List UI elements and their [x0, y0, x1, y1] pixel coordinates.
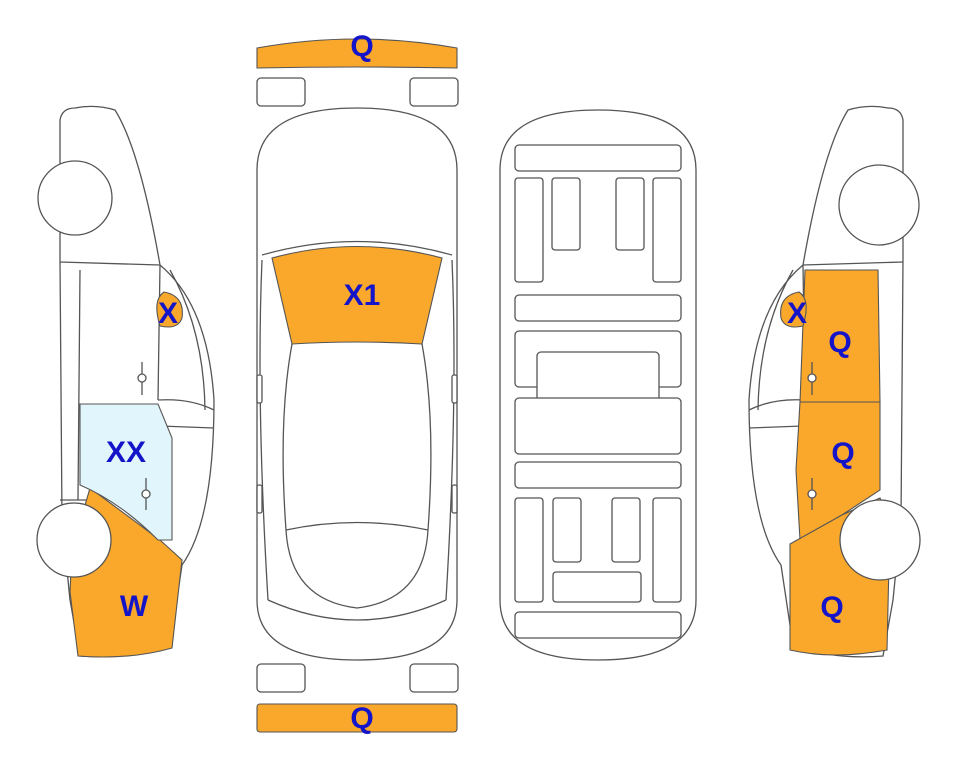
underside-view: [499, 109, 697, 661]
front-left-light: [256, 77, 306, 107]
top-body-outline: [256, 107, 458, 661]
front-bumper-label: Q: [350, 30, 373, 63]
front-right-light: [409, 77, 459, 107]
right-mirror[interactable]: [780, 291, 807, 328]
left-rear-window-label: XX: [106, 436, 146, 469]
front-bumper-view: Q: [256, 30, 459, 107]
rear-bumper-label: Q: [350, 702, 373, 735]
rear-left-light: [256, 663, 306, 693]
right-front-door-label: Q: [828, 326, 851, 359]
rear-bumper-view: Q: [256, 663, 459, 735]
left-rear-window[interactable]: [79, 403, 173, 541]
front-bumper-panel[interactable]: [256, 38, 458, 69]
right-rear-door-label: Q: [831, 437, 854, 470]
rear-bumper-panel[interactable]: [256, 703, 458, 733]
windshield-label: X1: [344, 279, 381, 312]
top-view: X1: [256, 107, 458, 661]
rear-right-light: [409, 663, 459, 693]
right-mirror-label: X: [787, 297, 807, 330]
right-rear-quarter-label: Q: [820, 591, 843, 624]
windshield-panel[interactable]: [271, 245, 443, 345]
left-side-view: X XX W: [36, 105, 215, 658]
left-mirror[interactable]: [156, 291, 183, 328]
left-rear-quarter-label: W: [120, 590, 149, 623]
right-side-view: X Q Q Q: [748, 105, 921, 658]
left-mirror-label: X: [158, 297, 178, 330]
